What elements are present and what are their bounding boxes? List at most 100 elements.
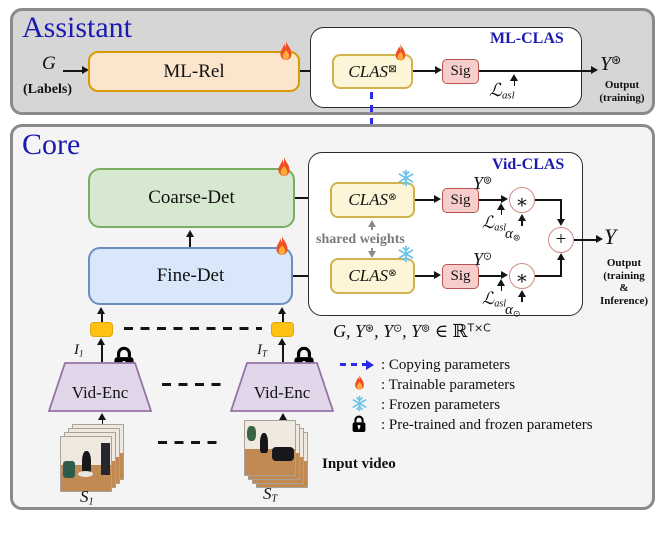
shared-weights-arrow-up [368,220,377,227]
arrow-sig-to-output [479,70,594,72]
loss-asl-label-bottom: ℒasl [482,289,507,310]
arrowhead [97,307,106,314]
video-stack-right [244,420,314,490]
copy-arrow-icon [340,363,366,366]
coarse-det-label: Coarse-Det [148,187,235,208]
multiply-circle-bottom: ∗ [509,263,535,289]
s1-label: S1 [80,487,94,508]
vid-enc-label: Vid-Enc [253,383,311,402]
arrowhead [279,413,288,420]
loss-asl-label-assistant: ℒasl [489,80,515,102]
connector-up [560,259,562,276]
input-video-label: Input video [322,456,396,472]
ml-rel-label: ML-Rel [163,60,225,82]
arrowhead [434,195,441,204]
snowflake-icon [398,169,414,187]
labels-caption: (Labels) [23,82,72,97]
clas-label: CLAS⊗ [348,190,397,209]
arrowhead [591,66,598,75]
arrowhead [185,230,194,237]
shared-weights-label: shared weights [316,232,405,247]
arrowhead [501,271,508,280]
arrow-token-to-fine-right [282,313,284,322]
arrow-fine-to-coarse [189,236,191,247]
vid-enc-label: Vid-Enc [71,383,129,402]
arrow-g-to-mlrel [63,70,85,72]
arrowhead [435,66,442,75]
arrow-fine-to-clas [293,275,321,277]
i1-label: I1 [74,342,84,359]
dashed-ellipsis [124,327,262,330]
output-caption-assistant: Output (training) [599,79,645,104]
alpha-arrowhead [517,290,526,297]
legend-item-label: : Copying parameters [381,357,511,373]
copy-arrow-icon [366,359,374,370]
multiply-circle-top: ∗ [509,187,535,213]
legend-item-label: : Frozen parameters [381,397,501,413]
fine-det-label: Fine-Det [156,265,225,286]
sig-box-assistant: Sig [442,59,479,84]
connector-mult-bottom [535,275,562,277]
arrow-clas-to-sig-bottom [415,275,437,277]
loss-asl-label-top: ℒasl [482,213,507,234]
loss-arrow-line [500,285,503,291]
lock-icon [352,415,366,432]
flame-icon [278,156,290,176]
sig-label: Sig [450,63,471,79]
it-label: IT [257,342,268,359]
formula-label: G, Y⊛, Y⊙, Y⊚ ∈ ℝT×C [333,321,491,341]
arrowhead [501,195,508,204]
connector-down [560,199,562,219]
assistant-title: Assistant [22,11,133,44]
loss-arrow-line [500,209,503,215]
arrow-stack-to-videnc-left [101,419,104,427]
arrow-clas-to-sig-top [415,199,437,201]
arrowhead [556,219,565,226]
snowflake-icon [398,245,414,263]
arrowhead [97,338,106,345]
arrowhead [278,338,287,345]
output-caption-core: Output (training & Inference) [599,257,649,307]
shared-weights-arrow-down [368,251,377,258]
coarse-det-box: Coarse-Det [88,168,295,228]
sig-label: Sig [450,268,471,284]
y-bottom-label: Y⊙ [473,249,493,269]
arrow-videnc-to-token-right [282,344,284,362]
output-y-core: Y [604,224,617,249]
ml-rel-box: ML-Rel [88,51,300,92]
arrow-sum-to-y [574,239,599,241]
connector-mult-top [535,199,562,201]
arrowhead [278,307,287,314]
video-stack-left [60,424,130,494]
video-frame [244,420,296,476]
st-label: ST [263,484,278,505]
arrow-sig-to-mult-top [479,199,504,201]
loss-arrowhead [497,203,505,210]
sig-label: Sig [450,192,471,208]
snowflake-icon [352,395,367,412]
flame-icon [355,374,364,390]
arrowhead [82,66,89,75]
fine-det-box: Fine-Det [88,247,293,305]
alpha-arrow-line [521,220,523,226]
arrow-token-to-fine-left [101,313,103,322]
video-frame [60,436,112,492]
arrow-sig-to-mult-bottom [479,275,504,277]
vid-clas-panel-title: Vid-CLAS [492,156,565,173]
legend-item-label: : Pre-trained and frozen parameters [381,417,593,433]
arrowhead [97,413,106,420]
arrowhead [556,253,565,260]
flame-icon [280,40,292,60]
loss-arrowhead [497,279,505,286]
y-top-label: Y⊚ [473,173,493,193]
loss-arrowhead [510,74,518,81]
sig-box-bottom: Sig [442,264,479,289]
legend-item-label: : Trainable parameters [381,377,516,393]
dashed-ellipsis [162,383,222,386]
labels-input-symbol: G [42,53,56,74]
arrow-videnc-to-token-left [101,344,103,362]
alpha-arrowhead [517,214,526,221]
vid-enc-right: Vid-Enc [229,362,335,412]
clas-label: CLAS⊠ [348,61,397,81]
